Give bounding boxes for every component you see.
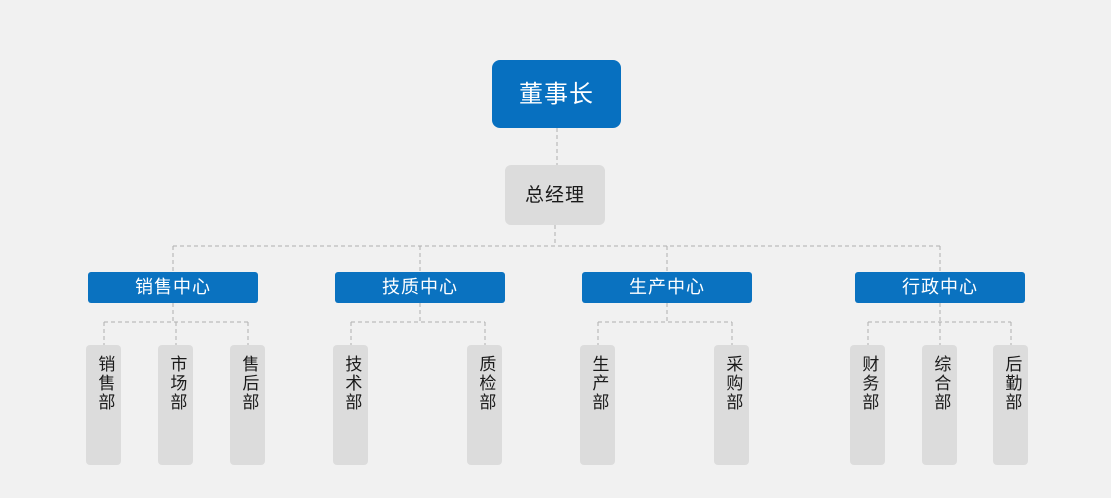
node-department-2-2[interactable]: 质检部 (467, 345, 502, 465)
node-general-manager-label: 总经理 (524, 183, 585, 206)
node-department-3-2[interactable]: 采购部 (714, 345, 749, 465)
node-department-1-1[interactable]: 销售部 (86, 345, 121, 465)
node-division-label: 行政中心 (902, 276, 978, 298)
node-department-label: 后勤部 (1001, 355, 1022, 412)
node-division-1[interactable]: 销售中心 (88, 272, 258, 303)
node-chairman-label: 董事长 (519, 79, 594, 108)
node-department-4-3[interactable]: 后勤部 (993, 345, 1028, 465)
node-department-label: 生产部 (588, 355, 609, 412)
node-general-manager[interactable]: 总经理 (505, 165, 605, 225)
node-division-label: 销售中心 (135, 276, 211, 298)
node-department-label: 技术部 (341, 355, 362, 412)
node-department-1-2[interactable]: 市场部 (158, 345, 193, 465)
node-department-label: 财务部 (858, 355, 879, 412)
node-department-4-1[interactable]: 财务部 (850, 345, 885, 465)
node-department-label: 采购部 (722, 355, 743, 412)
node-division-label: 技质中心 (382, 276, 458, 298)
node-department-label: 售后部 (238, 355, 259, 412)
node-department-label: 质检部 (475, 355, 496, 412)
node-department-1-3[interactable]: 售后部 (230, 345, 265, 465)
node-department-2-1[interactable]: 技术部 (333, 345, 368, 465)
node-division-3[interactable]: 生产中心 (582, 272, 752, 303)
node-department-4-2[interactable]: 综合部 (922, 345, 957, 465)
node-division-label: 生产中心 (629, 276, 705, 298)
node-department-label: 综合部 (930, 355, 951, 412)
node-division-2[interactable]: 技质中心 (335, 272, 505, 303)
node-division-4[interactable]: 行政中心 (855, 272, 1025, 303)
node-department-label: 销售部 (94, 355, 115, 412)
node-department-label: 市场部 (166, 355, 187, 412)
node-department-3-1[interactable]: 生产部 (580, 345, 615, 465)
node-chairman[interactable]: 董事长 (492, 60, 621, 128)
